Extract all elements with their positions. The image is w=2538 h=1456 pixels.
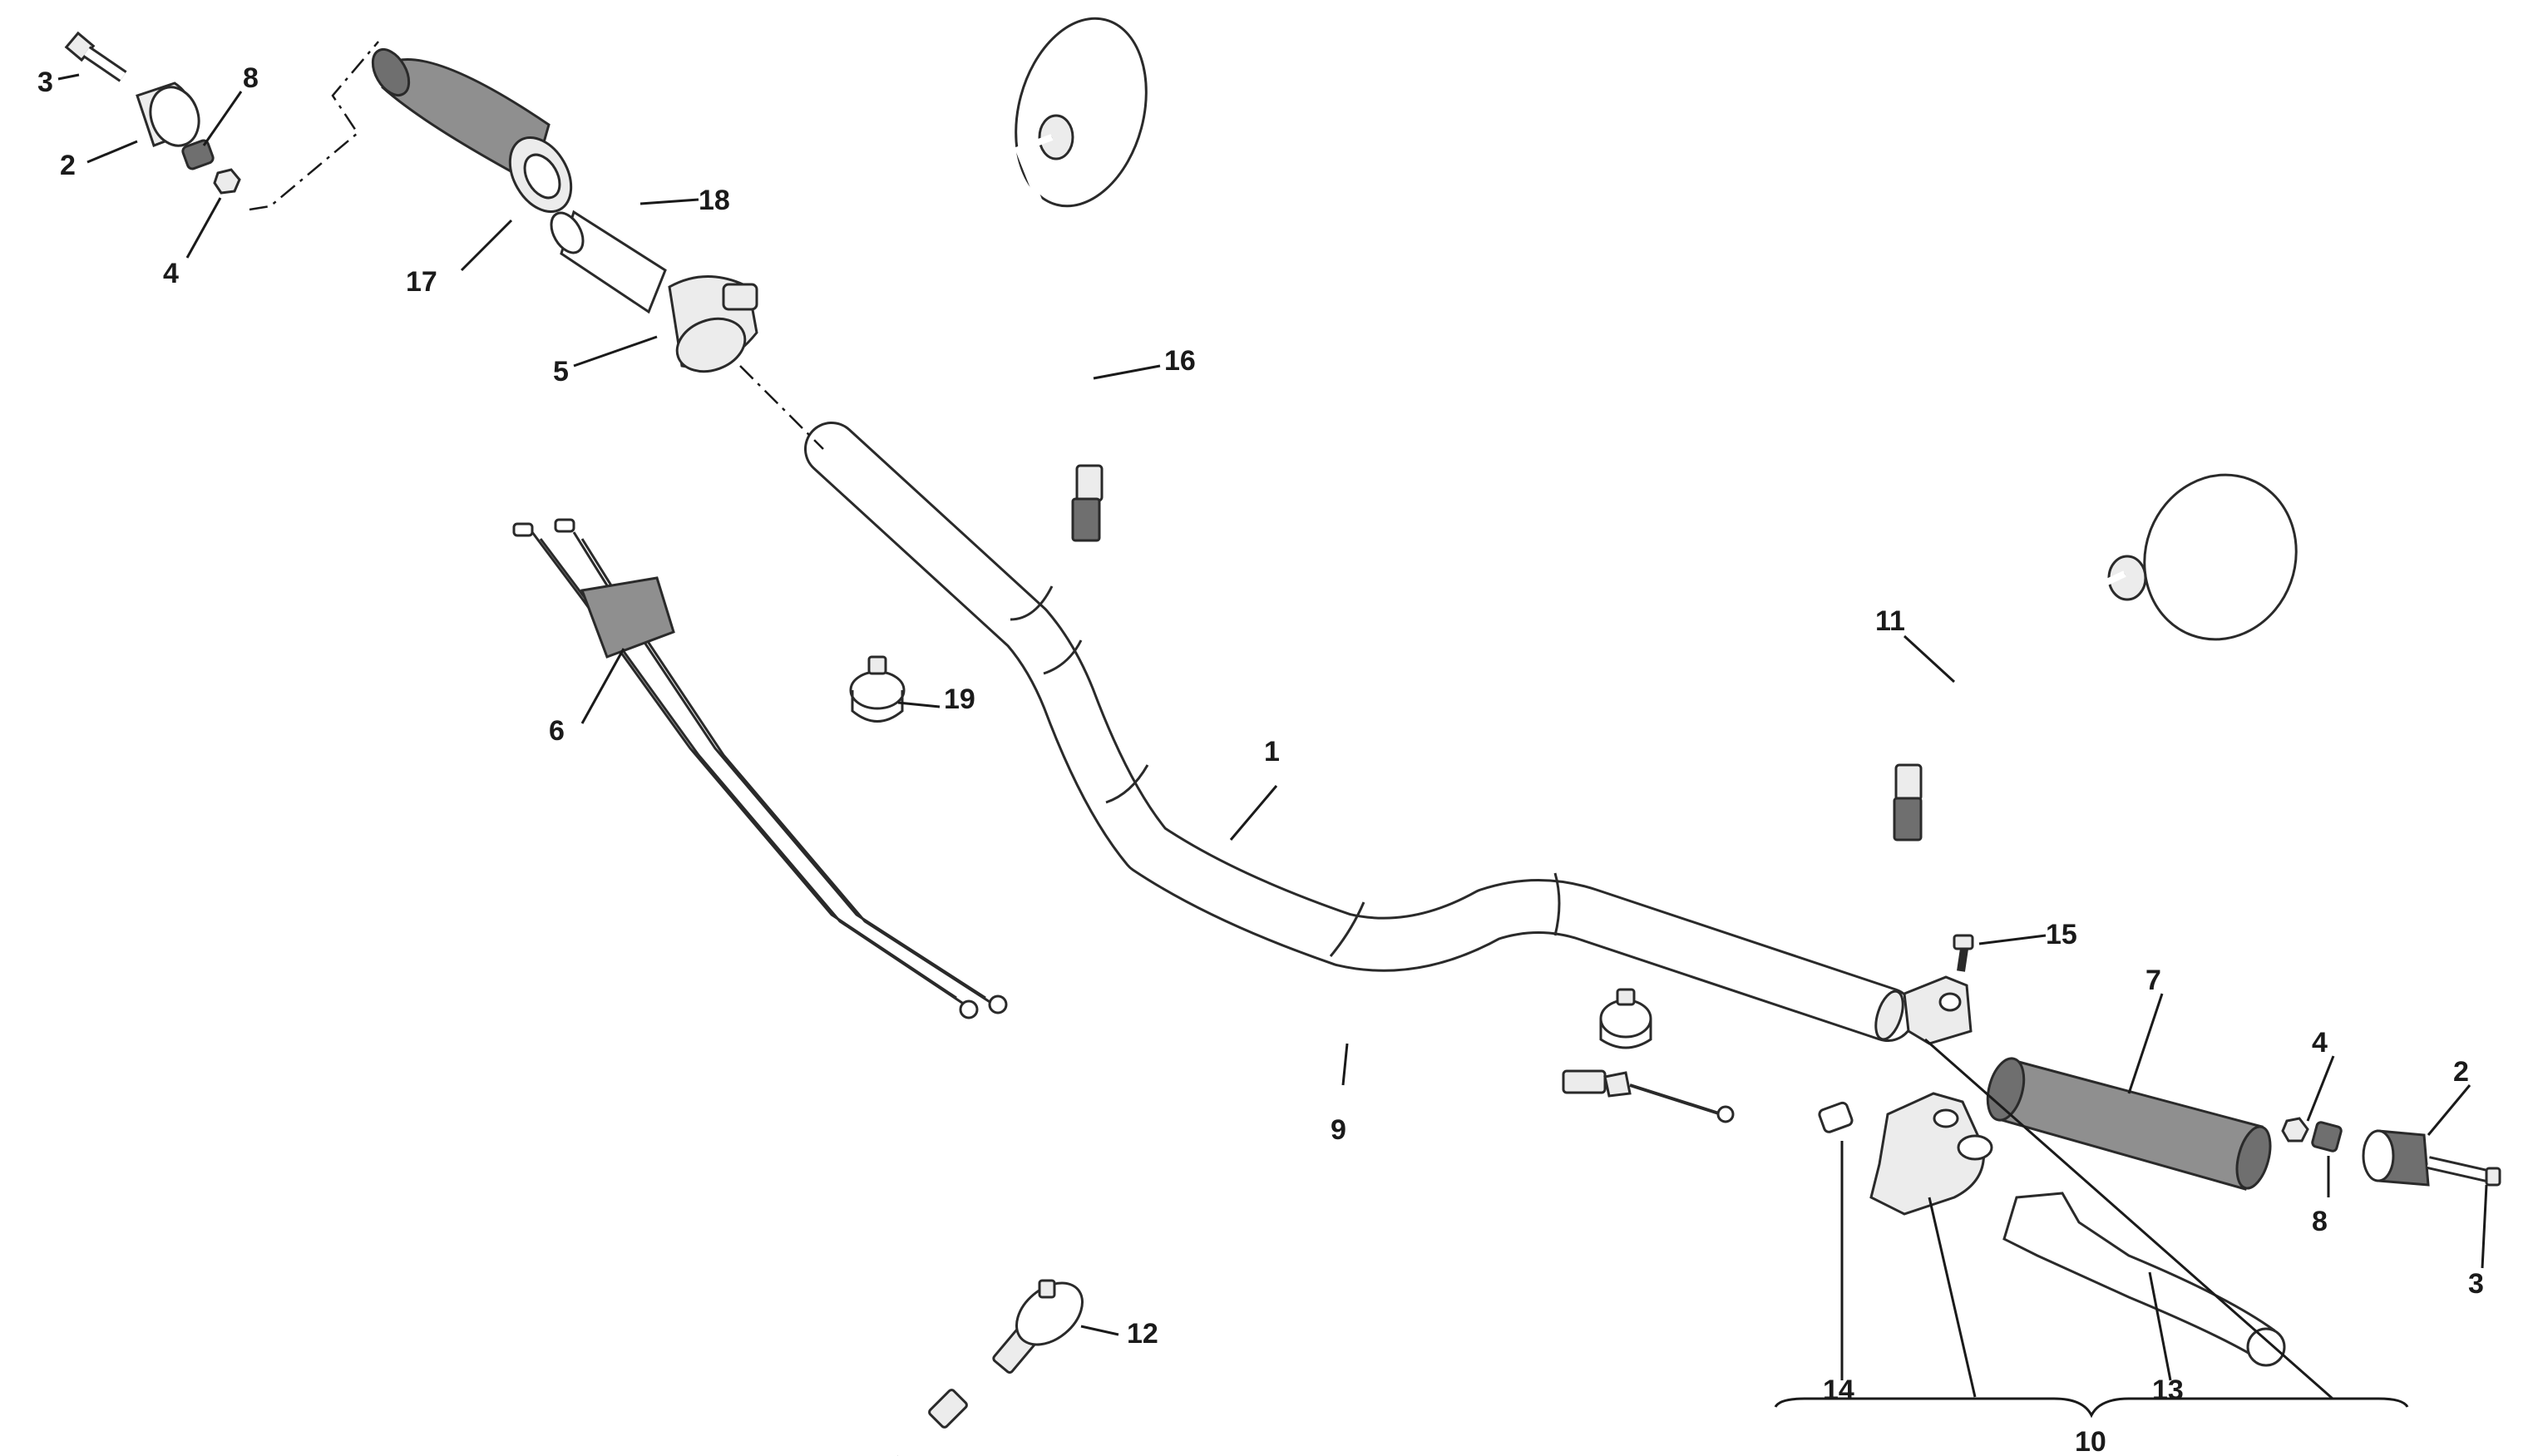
callout-15: 15 xyxy=(2046,919,2077,950)
left-mirror xyxy=(1014,17,1148,542)
right-spacer xyxy=(2311,1121,2343,1152)
left-assembly-axis-line xyxy=(249,41,379,211)
clutch-pivot-pin xyxy=(1818,1101,1854,1133)
right-bar-end-weight xyxy=(2362,1129,2430,1187)
callout-1: 1 xyxy=(1264,736,1280,767)
cable-clip-lower xyxy=(1599,988,1652,1049)
callout-2-right: 2 xyxy=(2453,1056,2469,1088)
clutch-lever xyxy=(2002,1192,2286,1367)
callout-8-right: 8 xyxy=(2312,1206,2328,1237)
callout-7: 7 xyxy=(2145,965,2161,996)
leader-10-right xyxy=(1924,1038,2333,1400)
left-bar-end-screw xyxy=(64,31,127,82)
callout-8-left: 8 xyxy=(243,62,259,94)
callout-11: 11 xyxy=(1875,605,1905,637)
callout-12: 12 xyxy=(1127,1318,1158,1350)
callout-4-left: 4 xyxy=(163,258,179,289)
throttle-tube xyxy=(550,210,667,314)
left-nut xyxy=(213,168,241,195)
callout-17: 17 xyxy=(406,266,437,298)
callout-10: 10 xyxy=(2075,1426,2106,1456)
clutch-clamp xyxy=(1903,975,1973,1045)
right-bar-end-screw xyxy=(2427,1156,2501,1187)
callout-2-left: 2 xyxy=(60,150,76,181)
right-grip xyxy=(1986,1057,2272,1191)
callout-19: 19 xyxy=(944,684,975,715)
left-grip xyxy=(371,48,573,214)
callout-5: 5 xyxy=(553,356,569,387)
clutch-cable xyxy=(896,1016,1735,1456)
callout-6: 6 xyxy=(549,715,565,747)
throttle-cables xyxy=(512,518,1008,1019)
clutch-clamp-screw xyxy=(1953,934,1974,972)
clutch-lever-bracket xyxy=(1869,1092,1993,1216)
left-bar-end-weight xyxy=(136,81,200,147)
callout-14: 14 xyxy=(1823,1375,1854,1406)
callout-13: 13 xyxy=(2152,1375,2184,1406)
cable-clip-upper xyxy=(849,655,906,723)
right-nut xyxy=(2281,1117,2309,1143)
callout-18: 18 xyxy=(699,185,730,216)
callout-4-right: 4 xyxy=(2312,1027,2328,1059)
handlebar-tube xyxy=(804,422,1915,1042)
callout-3-left: 3 xyxy=(37,67,53,98)
right-mirror xyxy=(1893,473,2298,842)
cable-guide-ring xyxy=(1015,1279,1084,1346)
callout-9: 9 xyxy=(1331,1114,1346,1146)
group-bracket-10 xyxy=(1774,1397,2409,1419)
throttle-axis-line xyxy=(739,365,824,450)
callout-3-right: 3 xyxy=(2468,1268,2484,1300)
left-spacer xyxy=(181,139,215,170)
throttle-housing xyxy=(668,275,758,373)
callout-16: 16 xyxy=(1164,345,1196,377)
leader-lines xyxy=(57,73,2488,1398)
